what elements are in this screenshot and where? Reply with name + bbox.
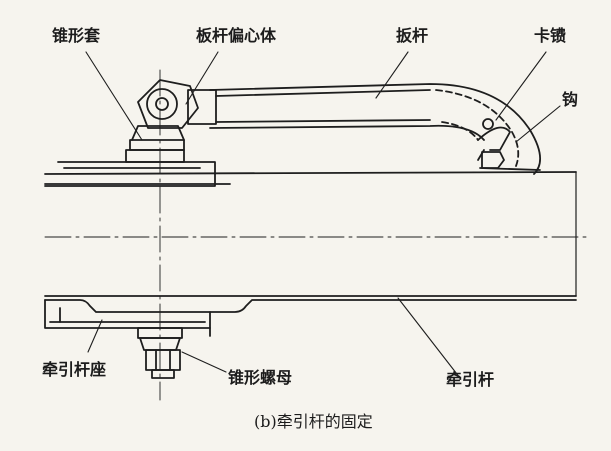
cone-sleeve-assembly <box>125 79 217 163</box>
clamp-hook <box>477 118 541 171</box>
label-lever: 扳杆 <box>396 26 429 45</box>
label-tow-seat: 牵引杆座 <box>42 360 107 379</box>
label-hook: 钩 <box>562 90 579 109</box>
label-cone-sleeve: 锥形套 <box>52 26 101 45</box>
label-clamp: 卡镄 <box>534 26 567 45</box>
label-eccentric: 板杆偏心体 <box>196 26 277 45</box>
label-tow-bar: 牵引杆 <box>446 370 495 389</box>
centerlines <box>44 69 591 401</box>
cone-nut-assembly <box>137 327 183 379</box>
tow-seat-plate <box>44 299 577 337</box>
leader-lines <box>85 51 561 379</box>
label-cone-nut: 锥形螺母 <box>228 368 293 387</box>
figure-caption: (b)牵引杆的固定 <box>254 412 373 431</box>
tow-bar-body <box>44 161 577 297</box>
